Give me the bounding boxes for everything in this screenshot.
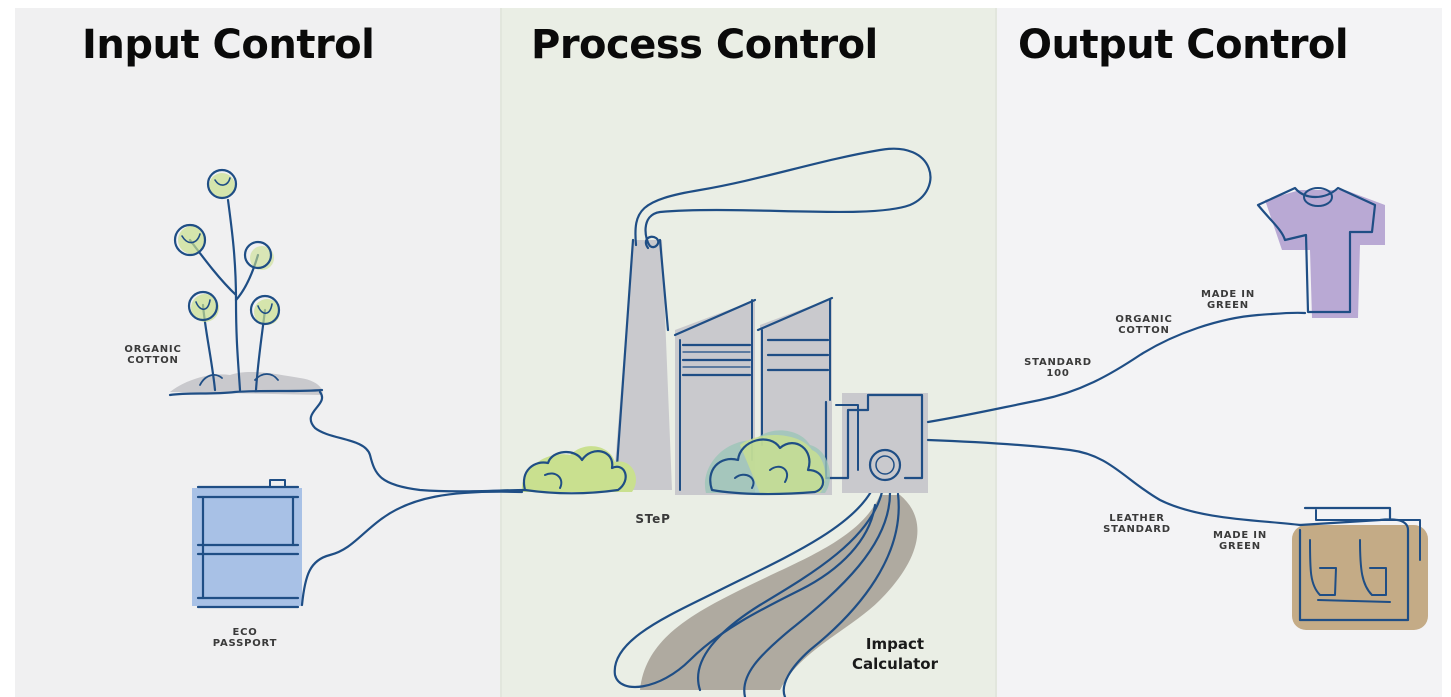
- output-control-heading: Output Control: [1018, 22, 1349, 68]
- bush-icon: [521, 446, 636, 495]
- factory-icon: [521, 147, 932, 496]
- bag-icon: [1292, 506, 1428, 630]
- bush-icon: [704, 430, 830, 496]
- label-impact-calculator: Impact Calculator: [852, 635, 938, 673]
- label-made-in-green-top: MADE IN GREEN: [1201, 289, 1255, 311]
- label-standard-100: STANDARD 100: [1024, 357, 1092, 379]
- label-eco-passport: ECO PASSPORT: [212, 627, 278, 649]
- river-icon: [613, 488, 918, 697]
- tshirt-icon: [1256, 186, 1385, 318]
- label-step: STeP: [635, 512, 671, 526]
- label-organic-cotton-output: ORGANIC COTTON: [1115, 314, 1173, 336]
- input-control-heading: Input Control: [82, 22, 375, 68]
- label-organic-cotton-input: ORGANIC COTTON: [124, 344, 182, 366]
- label-made-in-green-bottom: MADE IN GREEN: [1213, 530, 1267, 552]
- flow-lines: [300, 311, 1307, 607]
- cotton-plant-icon: [168, 168, 324, 397]
- label-leather-standard: LEATHER STANDARD: [1103, 513, 1171, 535]
- process-control-heading: Process Control: [531, 22, 878, 68]
- barrel-icon: [192, 479, 302, 609]
